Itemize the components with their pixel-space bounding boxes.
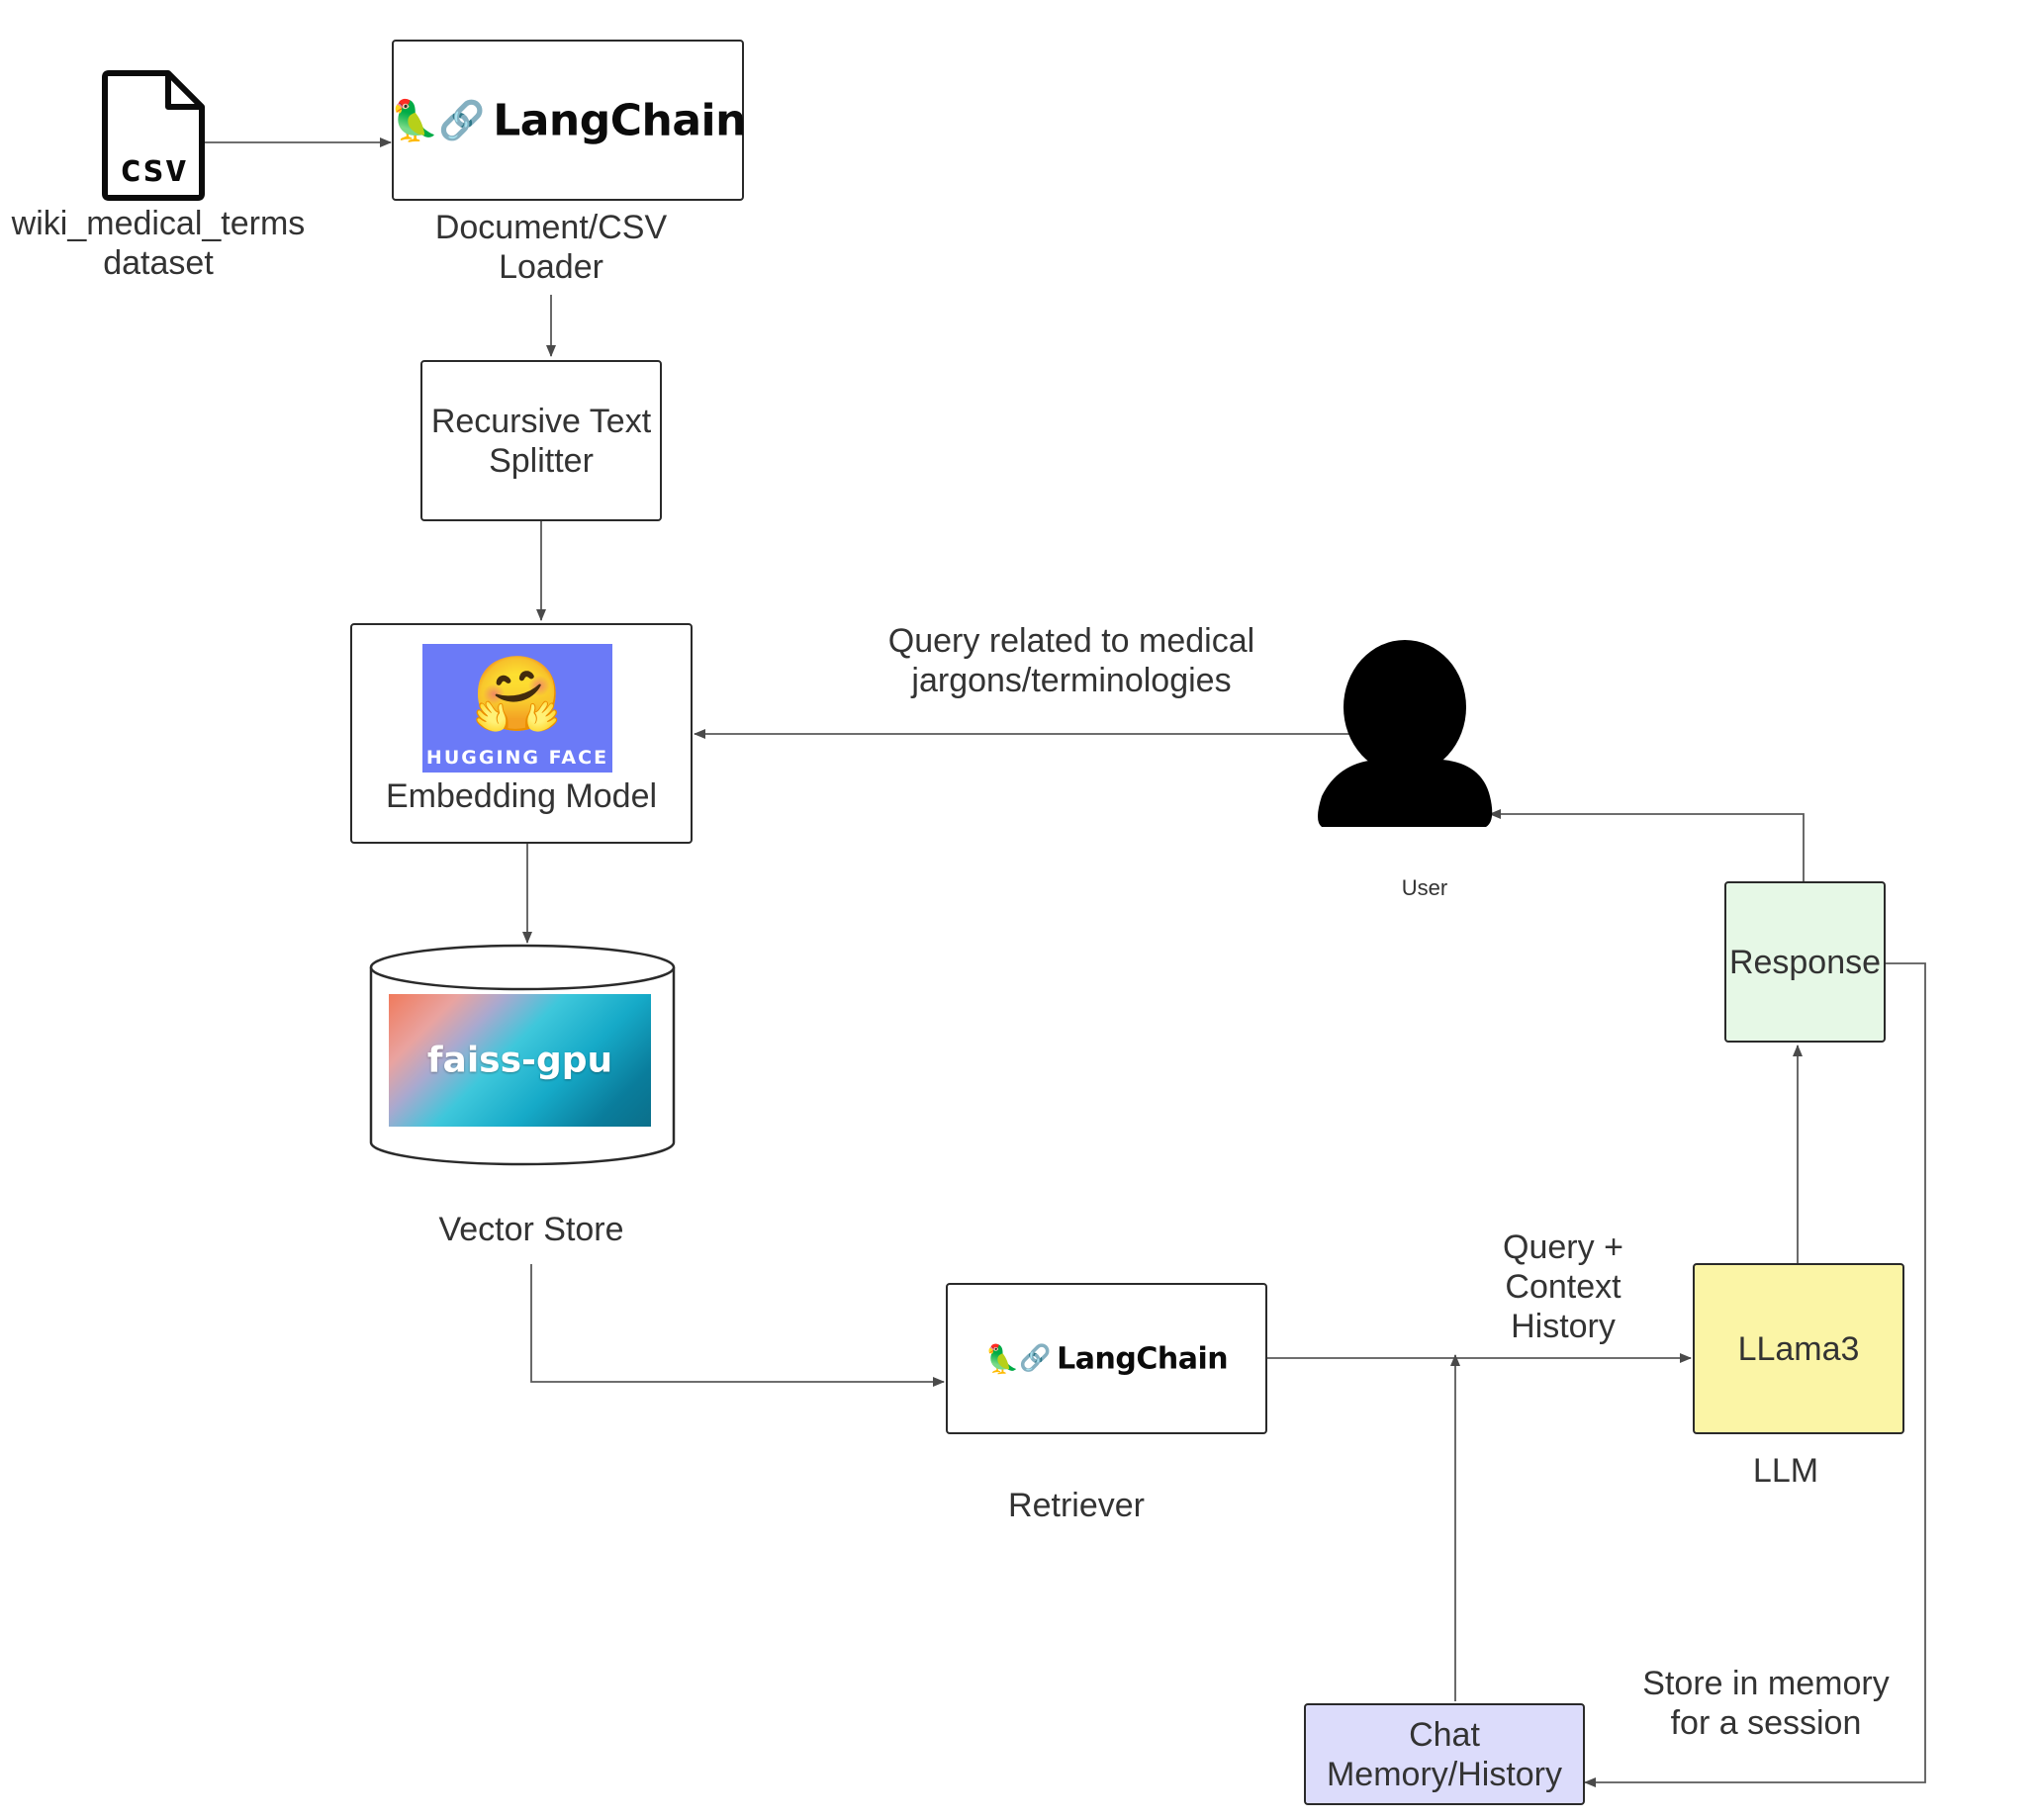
embedding-model-box: 🤗 HUGGING FACE Embedding Model <box>350 623 693 844</box>
llm-box-label: LLama3 <box>1737 1329 1860 1368</box>
response-label: Response <box>1728 943 1882 981</box>
llm-box: LLama3 <box>1693 1263 1904 1434</box>
csv-icon-text: csv <box>120 146 188 190</box>
query-context-label: Query + Context History <box>1503 1228 1623 1345</box>
retriever-label: Retriever <box>1008 1487 1145 1524</box>
chat-memory-label: Chat Memory/History <box>1326 1715 1563 1793</box>
link-icon: 🔗 <box>1019 1343 1052 1374</box>
huggingface-logo: 🤗 HUGGING FACE <box>422 644 612 773</box>
edge-response-to-memory <box>1584 962 1926 1787</box>
llm-label: LLM <box>1752 1452 1819 1490</box>
link-icon: 🔗 <box>438 98 486 141</box>
langchain-retriever-logo-text: LangChain <box>1057 1341 1229 1376</box>
user-label: User <box>1401 875 1448 900</box>
hugging-face-icon: 🤗 <box>471 653 564 735</box>
user-icon <box>1318 640 1493 827</box>
splitter-box: Recursive Text Splitter <box>420 360 662 521</box>
langchain-loader-box: 🦜 🔗 LangChain <box>390 40 746 201</box>
edge-response-to-user <box>1489 809 1805 881</box>
retriever-box: 🦜 🔗 LangChain <box>946 1283 1267 1434</box>
vector-store-label: Vector Store <box>438 1211 624 1248</box>
langchain-retriever-logo: 🦜 🔗 LangChain <box>948 1341 1265 1376</box>
langchain-logo: 🦜 🔗 LangChain <box>390 95 746 145</box>
dataset-label: wiki_medical_terms dataset <box>11 205 306 282</box>
parrot-icon: 🦜 <box>390 98 439 143</box>
edge-vector-store-to-retriever <box>530 1264 945 1387</box>
csv-file-icon <box>102 70 205 201</box>
embedding-model-label: Embedding Model <box>385 777 658 815</box>
store-memory-label: Store in memory for a session <box>1642 1665 1890 1742</box>
query-medical-label: Query related to medical jargons/termino… <box>887 622 1255 699</box>
splitter-label: Recursive Text Splitter <box>430 402 652 480</box>
huggingface-logo-text: HUGGING FACE <box>425 747 609 769</box>
faiss-logo: faiss-gpu <box>389 994 651 1127</box>
loader-label: Document/CSV Loader <box>434 209 668 286</box>
parrot-icon: 🦜 <box>984 1342 1020 1375</box>
chat-memory-box: Chat Memory/History <box>1304 1703 1585 1805</box>
response-box: Response <box>1724 881 1886 1043</box>
langchain-logo-text: LangChain <box>493 95 746 145</box>
faiss-logo-text: faiss-gpu <box>426 1040 613 1081</box>
